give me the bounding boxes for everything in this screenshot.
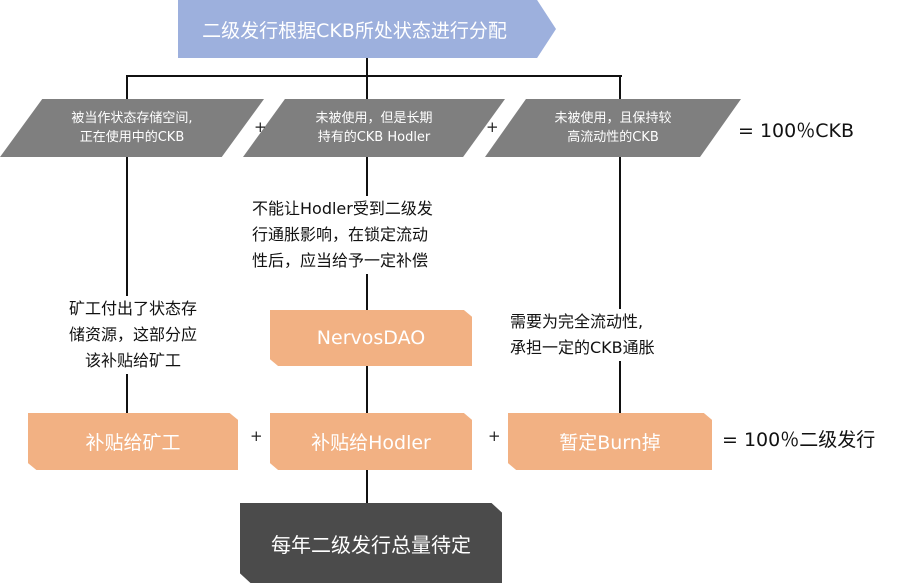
- annual-issuance-box: 每年二级发行总量待定: [240, 503, 502, 583]
- connector-left: [126, 75, 128, 415]
- connector-horizontal: [126, 75, 622, 77]
- state-line: 被当作状态存储空间,: [71, 111, 193, 126]
- state-line: 持有的CKB Hodler: [317, 130, 431, 145]
- result-label: 补贴给Hodler: [311, 432, 431, 454]
- state-line: 高流动性的CKB: [567, 130, 659, 145]
- connector-center: [366, 58, 368, 503]
- result-label: 补贴给矿工: [85, 432, 181, 454]
- note-hodler: 不能让Hodler受到二级发 行通胀影响，在锁定流动 性后，应当给予一定补偿: [252, 196, 484, 274]
- top-title: 二级发行根据CKB所处状态进行分配: [202, 19, 507, 42]
- state-line: 正在使用中的CKB: [79, 130, 185, 145]
- plus-sign: +: [254, 118, 267, 136]
- note-line: 性后，应当给予一定补偿: [252, 251, 429, 270]
- equals-100-issuance: = 100％二级发行: [722, 429, 876, 451]
- plus-sign: +: [488, 427, 501, 445]
- result-label: 暂定Burn掉: [559, 432, 661, 454]
- state-in-use: 被当作状态存储空间, 正在使用中的CKB: [0, 99, 264, 157]
- plus-sign: +: [486, 118, 499, 136]
- note-line: 该补贴给矿工: [84, 351, 181, 370]
- annual-issuance-label: 每年二级发行总量待定: [271, 532, 471, 557]
- note-line: 承担一定的CKB通胀: [510, 338, 655, 357]
- note-line: 储资源，这部分应: [68, 325, 197, 344]
- note-line: 需要为完全流动性,: [510, 312, 644, 331]
- note-line: 行通胀影响，在锁定流动: [252, 225, 429, 244]
- note-line: 矿工付出了状态存: [68, 299, 197, 318]
- equals-100-ckb: = 100％CKB: [738, 120, 854, 142]
- nervosdao-label: NervosDAO: [316, 327, 426, 349]
- result-miner: 补贴给矿工: [28, 413, 238, 470]
- state-line: 未被使用，且保持较: [554, 111, 672, 126]
- nervosdao-box: NervosDAO: [270, 310, 472, 366]
- note-miner: 矿工付出了状态存 储资源，这部分应 该补贴给矿工: [48, 296, 218, 374]
- result-hodler: 补贴给Hodler: [270, 413, 472, 470]
- plus-sign: +: [250, 427, 263, 445]
- top-arrow-box: 二级发行根据CKB所处状态进行分配: [178, 0, 556, 58]
- note-line: 不能让Hodler受到二级发: [252, 199, 433, 218]
- state-line: 未被使用，但是长期: [315, 111, 433, 126]
- state-hodler: 未被使用，但是长期持有的CKB Hodler: [243, 99, 505, 157]
- result-burn: 暂定Burn掉: [508, 413, 712, 470]
- connector-right: [619, 75, 621, 415]
- state-liquid: 未被使用，且保持较高流动性的CKB: [485, 99, 741, 157]
- note-liquid: 需要为完全流动性, 承担一定的CKB通胀: [510, 309, 710, 361]
